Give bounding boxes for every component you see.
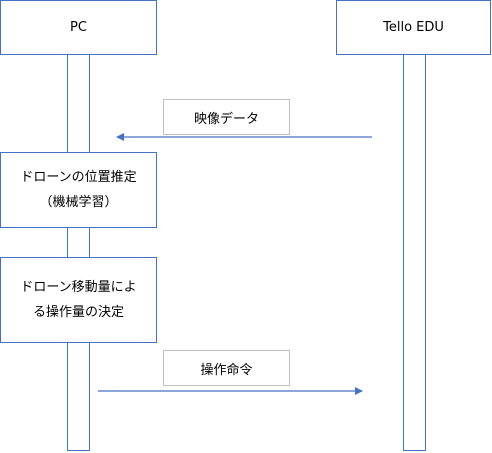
actor-tello-edu-label: Tello EDU: [383, 20, 444, 35]
step-position-estimation: ドローンの位置推定 （機械学習）: [0, 152, 157, 228]
step-position-estimation-line1: ドローンの位置推定: [20, 170, 137, 185]
actor-tello-edu: Tello EDU: [336, 0, 491, 55]
step-control-decision: ドローン移動量によ る操作量の決定: [0, 257, 157, 343]
actor-pc-label: PC: [70, 20, 87, 35]
video-data-message: 映像データ: [163, 99, 290, 135]
command-message: 操作命令: [163, 350, 290, 386]
actor-pc: PC: [0, 0, 157, 55]
video-data-label: 映像データ: [193, 111, 259, 127]
step-control-decision-line2: る操作量の決定: [32, 305, 124, 320]
step-position-estimation-line2: （機械学習）: [39, 195, 118, 210]
command-label: 操作命令: [200, 362, 253, 378]
step-control-decision-line1: ドローン移動量によ: [20, 280, 137, 295]
